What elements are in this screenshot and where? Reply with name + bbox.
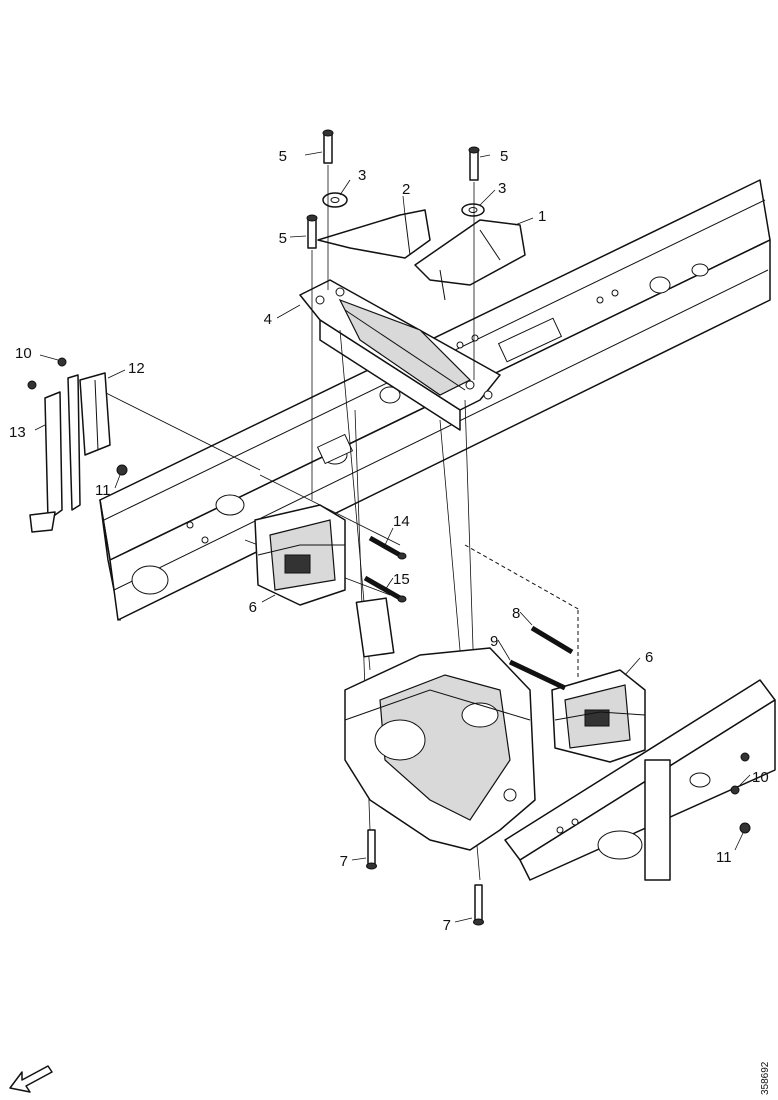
bolt-part-14 [368,535,407,560]
callout-7b: 7 [443,917,451,934]
bolt-part-8 [530,625,574,655]
callout-10a: 10 [15,345,32,362]
callout-8: 8 [512,605,520,622]
bracket-part-13 [29,374,81,533]
bracket-part-2 [317,209,431,259]
bolt-part-7-right [473,884,484,926]
front-direction-arrow-icon [9,1065,53,1093]
diagram-reference-number: 358692 [760,1061,771,1095]
callout-leaders [34,151,751,923]
callout-12: 12 [128,360,145,377]
callout-6b: 6 [645,649,653,666]
bolt-part-5-c [306,214,318,249]
bolt-part-11-right [739,822,751,834]
callout-2: 2 [402,181,410,198]
callout-5b: 5 [500,148,508,165]
washer-part-3-right [461,203,485,217]
callout-4: 4 [264,311,272,328]
bolt-part-7-left [366,829,377,870]
callout-9: 9 [490,633,498,650]
engine-mount-left [254,504,346,606]
nut-part-10-right [730,752,750,795]
callout-10b: 10 [752,769,769,786]
callout-3b: 3 [498,180,506,197]
callout-labels: 5 5 5 3 3 2 1 4 10 12 13 11 14 15 6 8 9 … [9,148,769,934]
bracket-part-1 [414,219,526,301]
callout-5c: 5 [279,230,287,247]
right-chassis-rail [504,679,776,881]
callout-11a: 11 [95,482,111,499]
callout-5a: 5 [279,148,287,165]
callout-6a: 6 [249,599,257,616]
callout-13: 13 [9,424,26,441]
washer-part-3-left [322,192,348,208]
callout-3a: 3 [358,167,366,184]
callout-15: 15 [393,571,410,588]
callout-1: 1 [538,208,546,225]
engine-mount-right [551,669,646,763]
transmission-housing [344,597,536,851]
callout-11b: 11 [716,849,732,866]
bolt-part-5-a [322,129,334,164]
nut-part-10-left [27,357,67,390]
crossmember [299,279,501,431]
bracket-part-12 [79,372,111,456]
rail-holes [131,263,709,595]
bolt-part-9 [508,659,567,691]
bolt-part-11-left [116,464,128,476]
bolt-part-15 [363,575,407,603]
callout-7a: 7 [340,853,348,870]
bolt-part-5-b [468,146,480,181]
callout-14: 14 [393,513,410,530]
